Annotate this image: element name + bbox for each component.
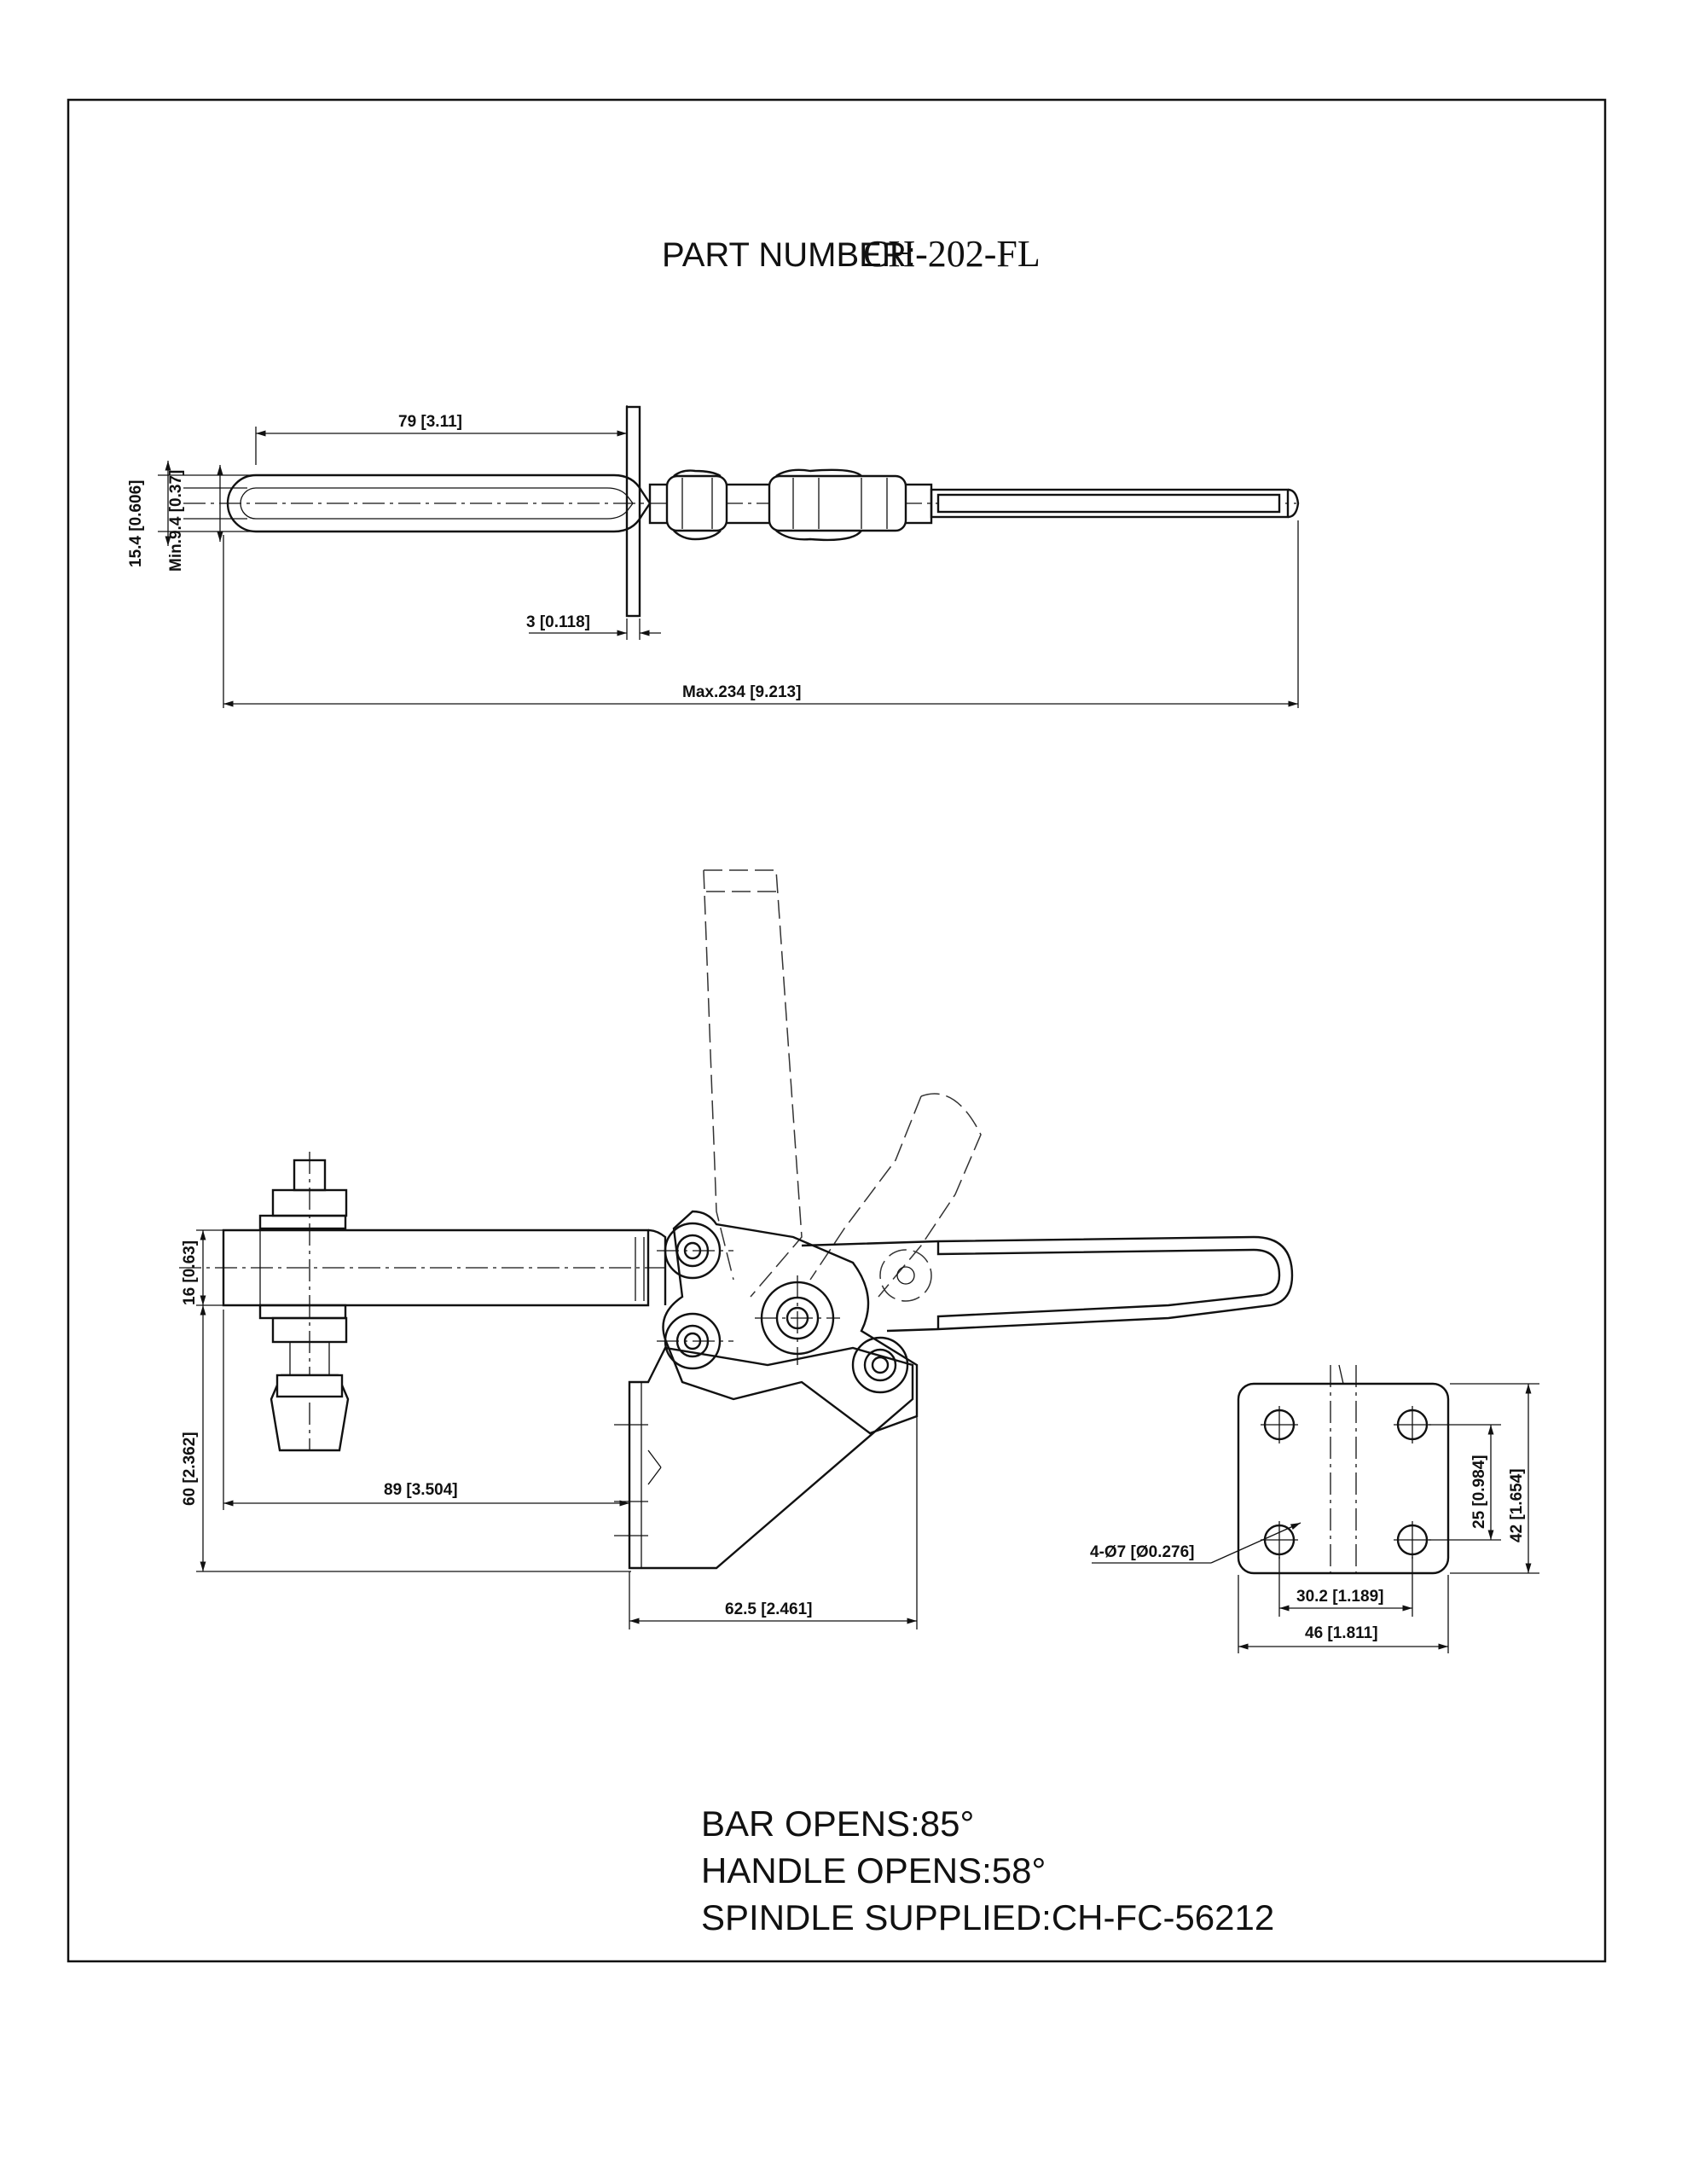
dim-slot-min: Min.9.4 [0.37] [167,470,185,572]
notes: BAR OPENS:85° HANDLE OPENS:58° SPINDLE S… [701,1804,1274,1937]
dim-height-base: 42 [1.654] [1508,1468,1526,1542]
note-spindle-supplied: SPINDLE SUPPLIED:CH-FC-56212 [701,1897,1274,1937]
dim-bar-width: 15.4 [0.606] [127,480,145,567]
mounting-holes [1261,1406,1431,1559]
dim-plate-thickness: 3 [0.118] [526,613,590,631]
base-view: 4-Ø7 [Ø0.276] 25 [0.984] 42 [1.654] 30.2… [1090,1364,1539,1653]
dim-holes: 4-Ø7 [Ø0.276] [1090,1543,1195,1561]
dim-base-length: 62.5 [2.461] [725,1600,812,1618]
side-view: 16 [0.63] 60 [2.362] 89 [3.504] 62.5 [2.… [179,869,1294,1629]
dim-handle-length: 79 [3.11] [398,413,462,431]
phantom-open-bar [703,869,982,1298]
dim-hole-spacing-y: 25 [0.984] [1470,1455,1488,1529]
note-bar-opens: BAR OPENS:85° [701,1804,974,1844]
top-pivot-1 [665,469,728,541]
drawing-border [67,98,1607,1963]
spindle [258,1152,350,1452]
dim-bar-thickness: 16 [0.63] [181,1240,199,1305]
dim-reach: 89 [3.504] [384,1481,458,1499]
dim-width: 46 [1.811] [1305,1624,1378,1642]
top-pivot-2 [768,468,907,542]
dim-overall-length: Max.234 [9.213] [682,683,801,701]
part-number-title: PART NUMBER: CH-202-FL [662,233,1041,275]
dim-height: 60 [2.362] [181,1432,199,1506]
part-number-label: PART NUMBER: [662,236,916,274]
note-handle-opens: HANDLE OPENS:58° [701,1850,1046,1891]
top-view: 79 [3.11] 15.4 [0.606] Min.9.4 [0.37] 3 … [127,405,1300,708]
pivots [664,1222,932,1394]
part-number-value: CH-202-FL [863,233,1041,275]
dim-hole-spacing-x: 30.2 [1.189] [1296,1588,1383,1606]
